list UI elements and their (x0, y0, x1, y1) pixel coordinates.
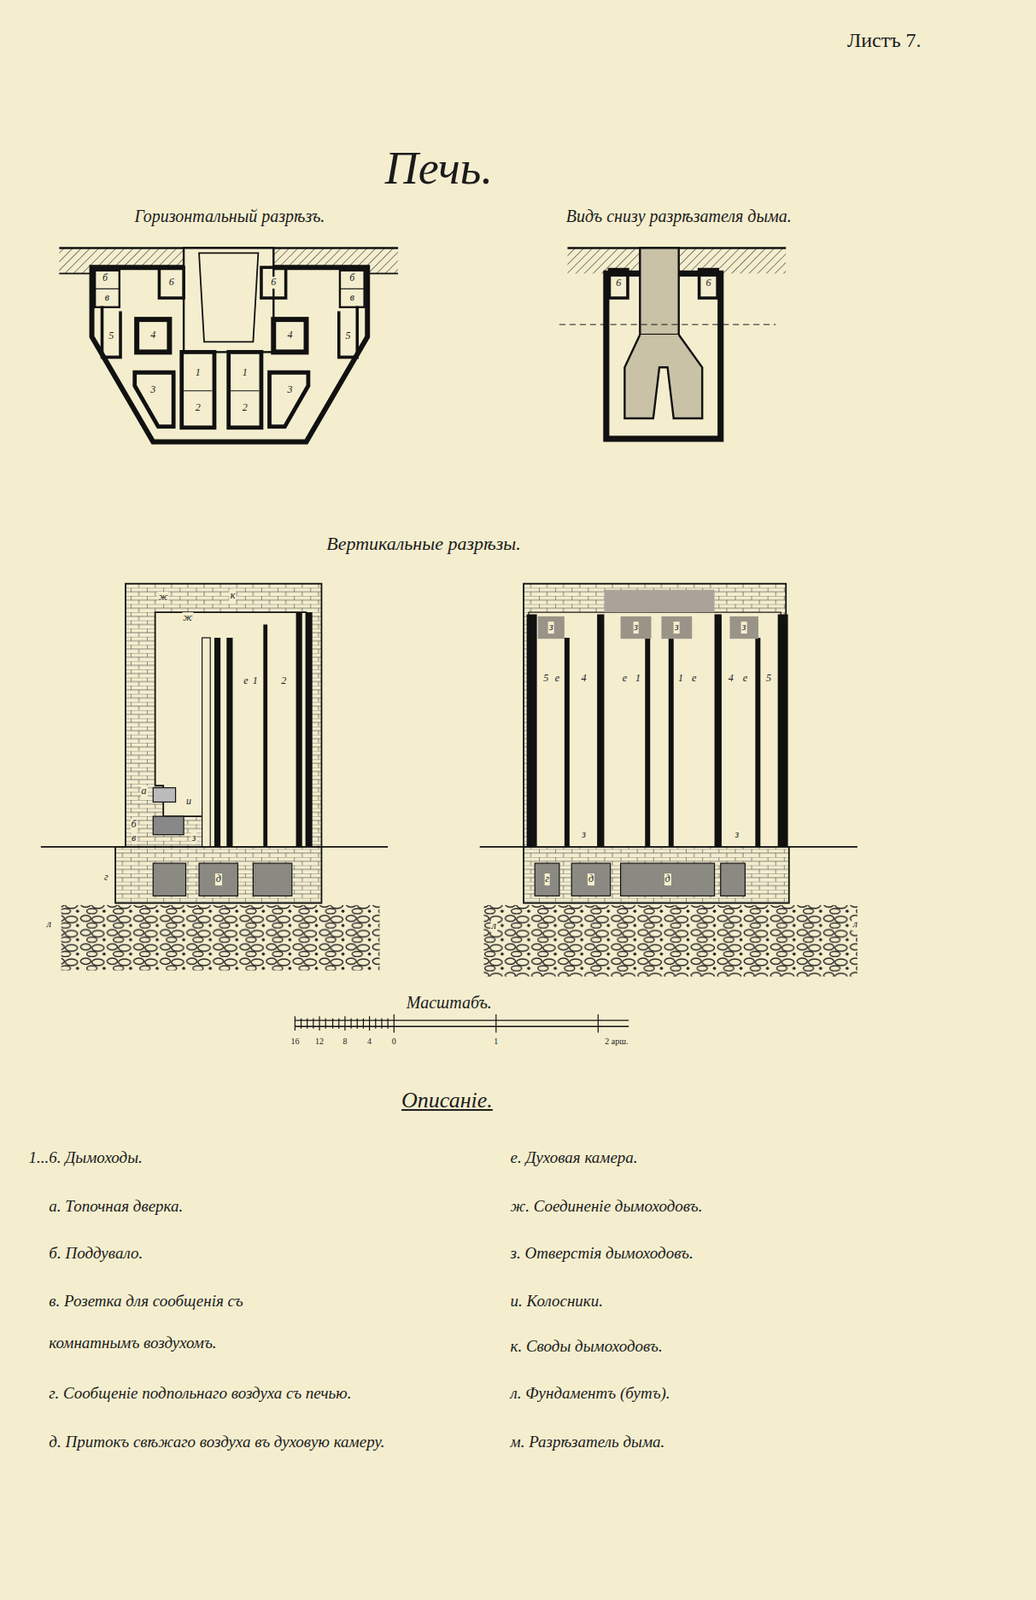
callout-number: 1 (194, 367, 202, 380)
callout-number: 5 (765, 673, 773, 685)
scale-number: 16 (290, 1036, 299, 1048)
legend-entry: к. Своды дымоходовъ. (510, 1338, 663, 1358)
callout-number: 6 (614, 277, 622, 290)
callout-letter: д (215, 873, 223, 886)
sheet-number: Листъ 7. (847, 29, 922, 53)
section-heading: Видъ снизу разрѣзателя дыма. (566, 206, 792, 227)
legend-entry: е. Духовая камера. (510, 1148, 638, 1168)
scale-number: 4 (367, 1036, 372, 1048)
callout-letter: д (587, 873, 595, 886)
callout-letter: б (130, 819, 138, 832)
callout-number: 4 (727, 673, 735, 685)
legend-entry: в. Розетка для сообщенія съ комнатнымъ в… (48, 1280, 305, 1365)
scale-number: 1 (493, 1036, 498, 1048)
legend-entry: з. Отверстія дымоходовъ. (510, 1244, 694, 1264)
callout-letter: а (140, 785, 148, 798)
callout-letter: б (101, 272, 109, 285)
scale-title: Масштабъ. (406, 992, 492, 1013)
legend-entry: м. Разрѣзатель дыма. (510, 1433, 666, 1452)
callout-letter: з (741, 621, 748, 634)
callout-letter: ж (158, 591, 170, 604)
section-heading: Горизонтальный разрѣзъ. (134, 206, 325, 227)
callout-letter: в (349, 292, 356, 305)
callout-letter: л (491, 920, 498, 933)
callout-letter: е (621, 673, 628, 685)
callout-letter: г (544, 873, 551, 886)
legend-entry: ж. Соединеніе дымоходовъ. (510, 1197, 703, 1217)
callout-letter: е (742, 673, 749, 685)
callout-letter: з (580, 829, 587, 842)
scale-number: 2 арш. (604, 1036, 628, 1048)
callout-letter: в (130, 832, 137, 845)
callout-letter: ж (181, 612, 194, 625)
legend-entry: д. Притокъ свѣжаго воздуха въ духовую ка… (48, 1433, 385, 1452)
callout-letter: е (554, 673, 561, 685)
callout-letter: з (548, 621, 555, 634)
description-heading: Описаніе. (401, 1088, 493, 1115)
callout-letter: л (46, 918, 53, 931)
scale-number: 0 (392, 1036, 397, 1048)
callout-number: 3 (149, 384, 157, 397)
callout-number: 4 (149, 329, 157, 342)
callout-number: 5 (345, 330, 352, 343)
callout-letter: з (733, 829, 740, 842)
callout-letter: з (632, 621, 639, 634)
scale-number: 8 (342, 1036, 347, 1048)
callout-letter: и (185, 796, 193, 808)
callout-letter: б (348, 272, 356, 285)
callout-letter: з (191, 832, 198, 845)
callout-number: 5 (542, 673, 550, 685)
callout-letter: д (664, 873, 672, 886)
callout-number: 2 (280, 675, 287, 688)
callout-number: 6 (269, 276, 277, 289)
callout-number: 5 (107, 330, 115, 343)
callout-number: 2 (194, 402, 202, 415)
page-title: Печь. (385, 141, 493, 195)
callout-number: 1 (251, 675, 259, 688)
callout-number: 3 (286, 384, 293, 397)
callout-letter: л (852, 918, 859, 931)
callout-number: 1 (677, 673, 685, 685)
callout-number: 4 (580, 673, 588, 685)
callout-letter: е (690, 673, 697, 685)
callout-number: 1 (634, 673, 642, 685)
callout-letter: г (103, 872, 110, 884)
callout-letter: в (104, 292, 111, 305)
callout-letter: з (673, 621, 680, 634)
callout-number: 6 (168, 276, 176, 289)
section-heading: Вертикальные разрѣзы. (326, 532, 521, 555)
callout-letter: к (229, 590, 237, 603)
scale-number: 12 (315, 1036, 324, 1048)
legend-entry: и. Колосники. (510, 1292, 603, 1312)
legend-entry: а. Топочная дверка. (48, 1197, 183, 1217)
legend-entry: л. Фундаментъ (бутъ). (510, 1385, 671, 1405)
callout-letter: е (242, 675, 249, 688)
callout-number: 6 (704, 277, 712, 290)
callout-number: 4 (286, 329, 293, 342)
legend-entry: 1...6. Дымоходы. (28, 1148, 142, 1168)
callout-number: 1 (241, 367, 249, 380)
legend-entry: б. Поддувало. (48, 1244, 143, 1264)
legend-entry: г. Сообщеніе подпольнаго воздуха съ печь… (48, 1385, 352, 1405)
callout-number: 2 (241, 402, 249, 415)
